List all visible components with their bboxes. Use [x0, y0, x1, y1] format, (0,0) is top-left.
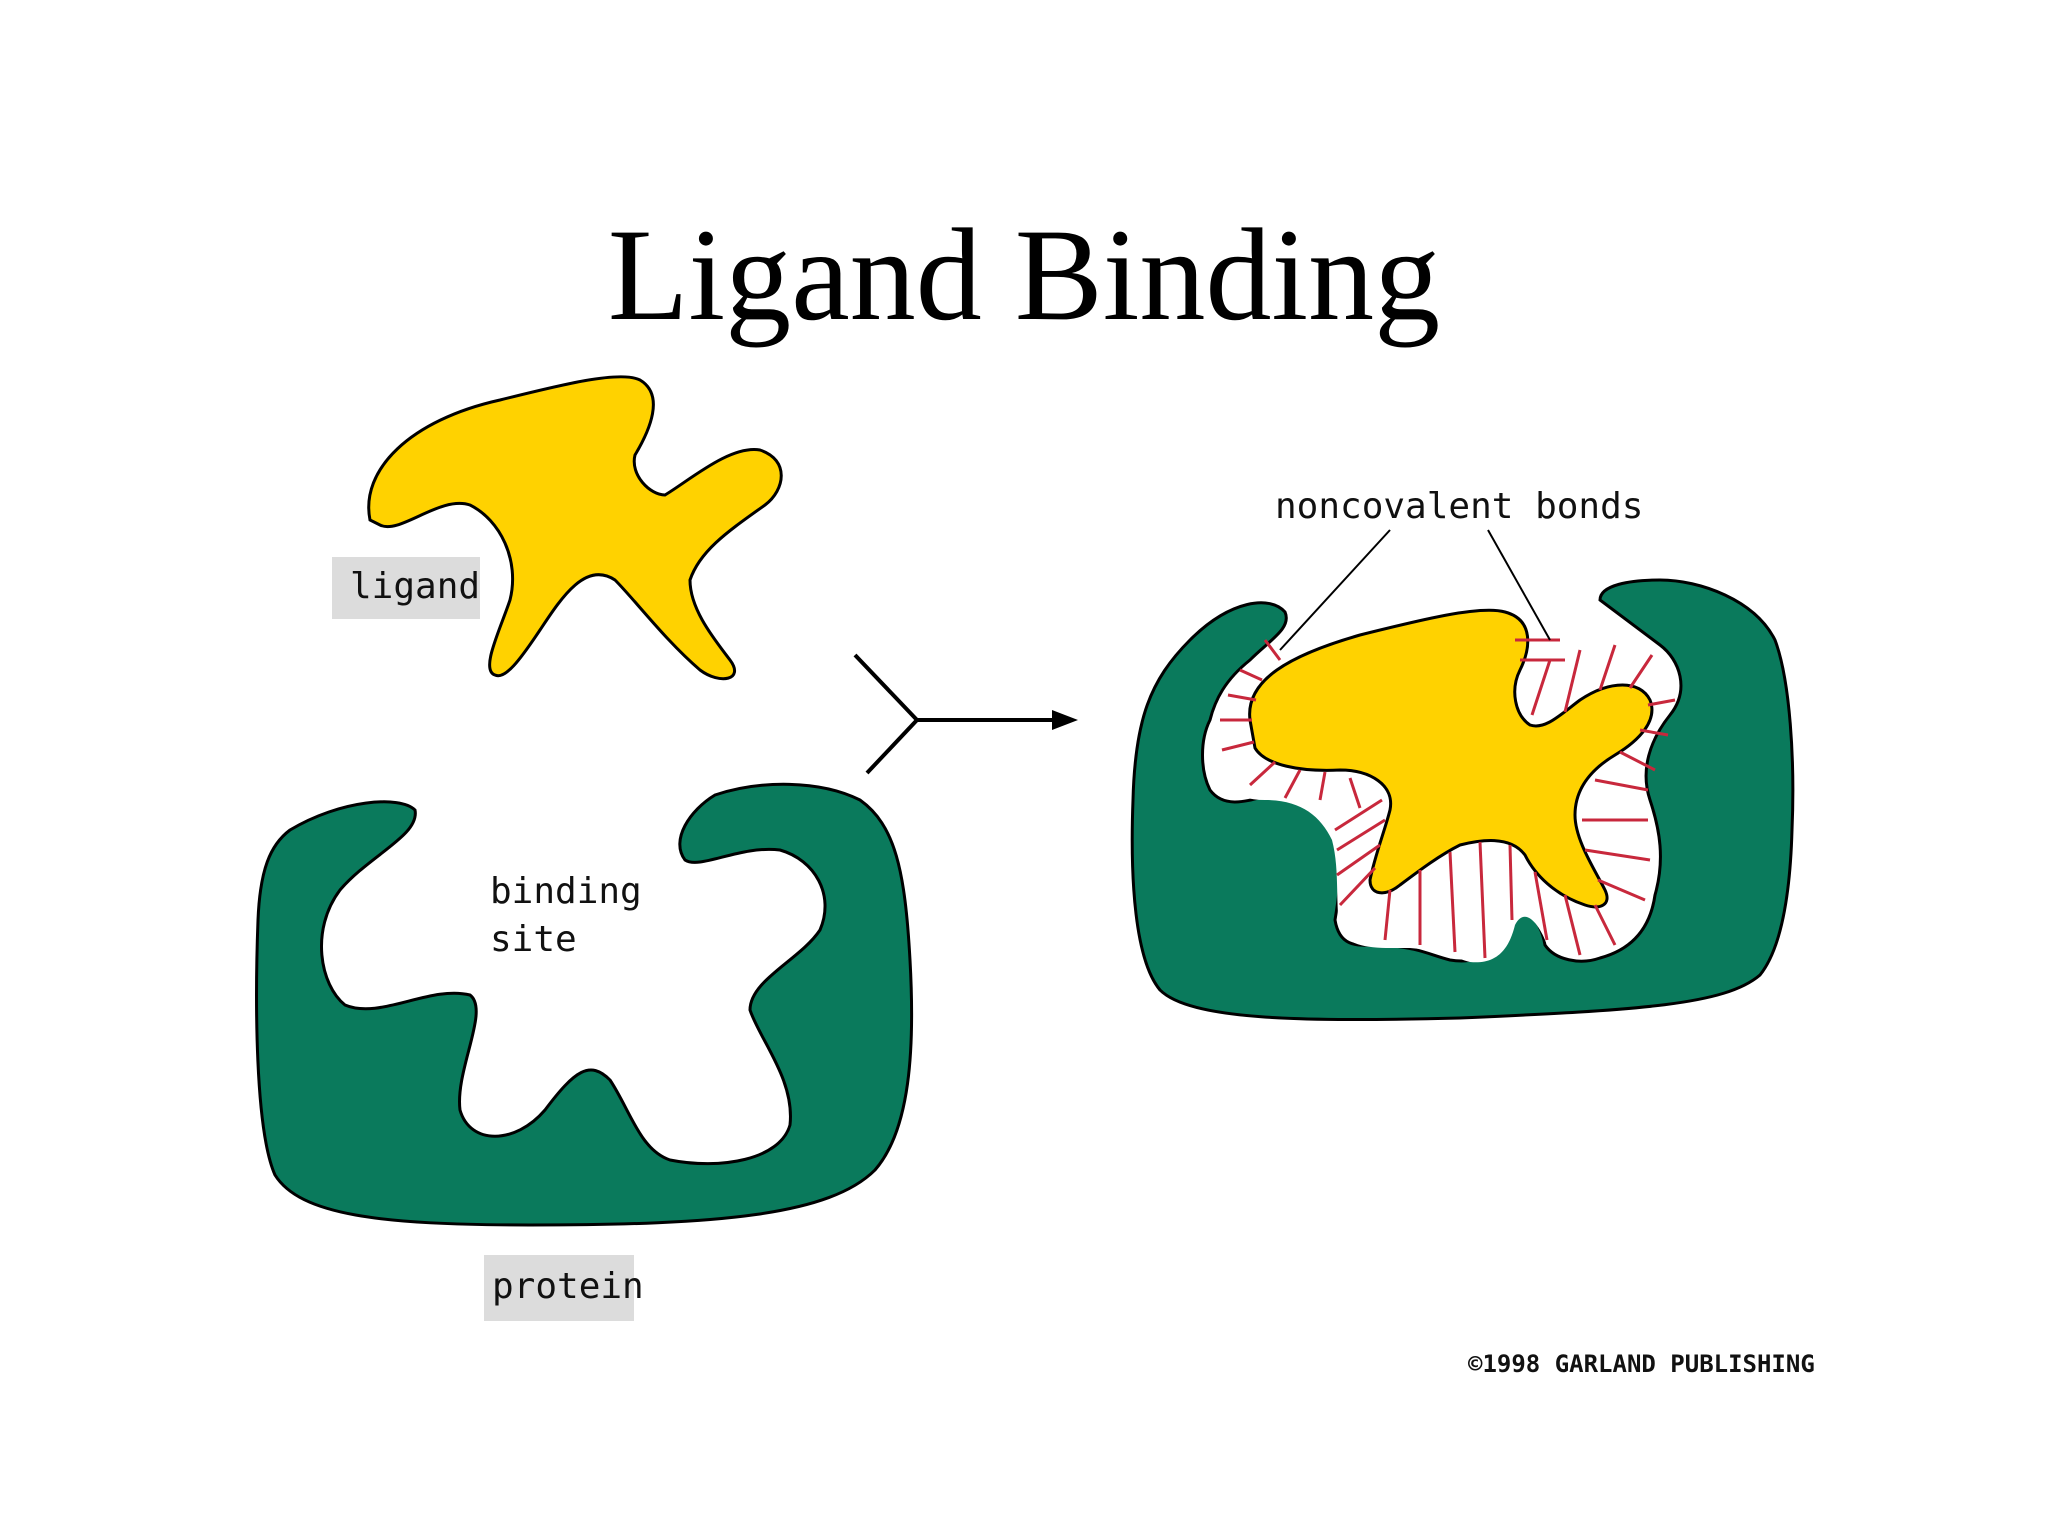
- bound-ligand-shape: [1248, 608, 1654, 909]
- noncovalent-bond-marks: [1220, 638, 1676, 959]
- noncovalent-bonds-pointers: [1279, 529, 1551, 651]
- noncovalent-bonds-label: noncovalent bonds: [1275, 486, 1643, 527]
- copyright-credit: ©1998 GARLAND PUBLISHING: [1468, 1350, 1815, 1378]
- ligand-label: ligand: [350, 566, 480, 607]
- free-ligand-shape: [367, 375, 783, 681]
- slide-title: Ligand Binding: [607, 201, 1441, 348]
- binding-site-label-line2: site: [490, 919, 577, 960]
- protein-label: protein: [492, 1266, 644, 1307]
- protein-tag: [484, 1255, 634, 1321]
- protein-shape: [255, 782, 914, 1227]
- ligand-tag: [332, 557, 480, 619]
- binding-site-label-line1: binding: [490, 871, 642, 912]
- reaction-arrow-icon: [853, 653, 1055, 775]
- arrow-head: [1052, 710, 1078, 730]
